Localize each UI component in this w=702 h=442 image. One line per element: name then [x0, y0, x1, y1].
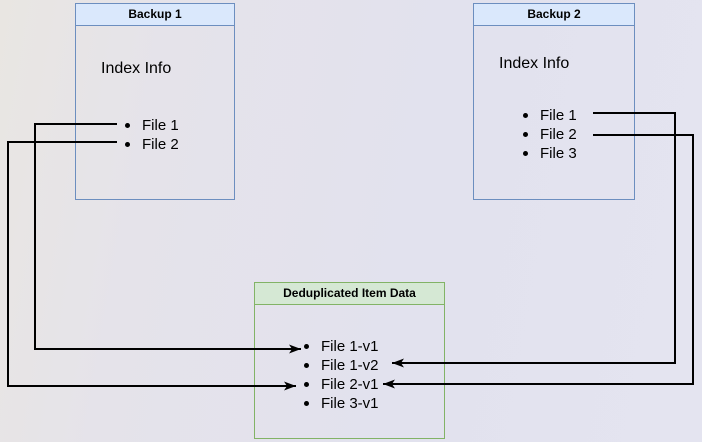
bullet-icon	[125, 123, 130, 128]
backup2-file-2: File 2	[474, 125, 634, 144]
backup2-file-1: File 1	[474, 106, 634, 125]
dedup-item-file2-v1: File 2-v1	[255, 375, 444, 394]
backup1-header: Backup 1	[76, 4, 234, 26]
dedup-header: Deduplicated Item Data	[255, 283, 444, 305]
backup2-header: Backup 2	[474, 4, 634, 26]
bullet-icon	[304, 344, 309, 349]
file-label: File 3	[540, 145, 577, 162]
dedup-item-file1-v1: File 1-v1	[255, 337, 444, 356]
bullet-icon	[523, 132, 528, 137]
backup1-index-info-label: Index Info	[101, 60, 172, 77]
dedup-item-file3-v1: File 3-v1	[255, 394, 444, 413]
backup1-file-1: File 1	[76, 116, 234, 135]
bullet-icon	[523, 113, 528, 118]
backup1-box: Backup 1 Index Info File 1 File 2	[75, 3, 235, 200]
file-label: File 1	[142, 117, 179, 134]
file-label: File 1	[540, 107, 577, 124]
dedup-item-list: File 1-v1 File 1-v2 File 2-v1 File 3-v1	[255, 337, 444, 413]
dedup-item-file1-v2: File 1-v2	[255, 356, 444, 375]
bullet-icon	[304, 401, 309, 406]
backup2-file-list: File 1 File 2 File 3	[474, 106, 634, 163]
bullet-icon	[523, 151, 528, 156]
dedup-box: Deduplicated Item Data File 1-v1 File 1-…	[254, 282, 445, 439]
file-label: File 2-v1	[321, 376, 379, 393]
bullet-icon	[304, 363, 309, 368]
backup1-file-list: File 1 File 2	[76, 116, 234, 154]
file-label: File 2	[540, 126, 577, 143]
file-label: File 2	[142, 136, 179, 153]
backup2-box: Backup 2 Index Info File 1 File 2 File 3	[473, 3, 635, 200]
backup2-index-info-label: Index Info	[499, 55, 570, 72]
file-label: File 1-v1	[321, 338, 379, 355]
bullet-icon	[125, 142, 130, 147]
backup1-file-2: File 2	[76, 135, 234, 154]
file-label: File 1-v2	[321, 357, 379, 374]
file-label: File 3-v1	[321, 395, 379, 412]
backup2-file-3: File 3	[474, 144, 634, 163]
bullet-icon	[304, 382, 309, 387]
